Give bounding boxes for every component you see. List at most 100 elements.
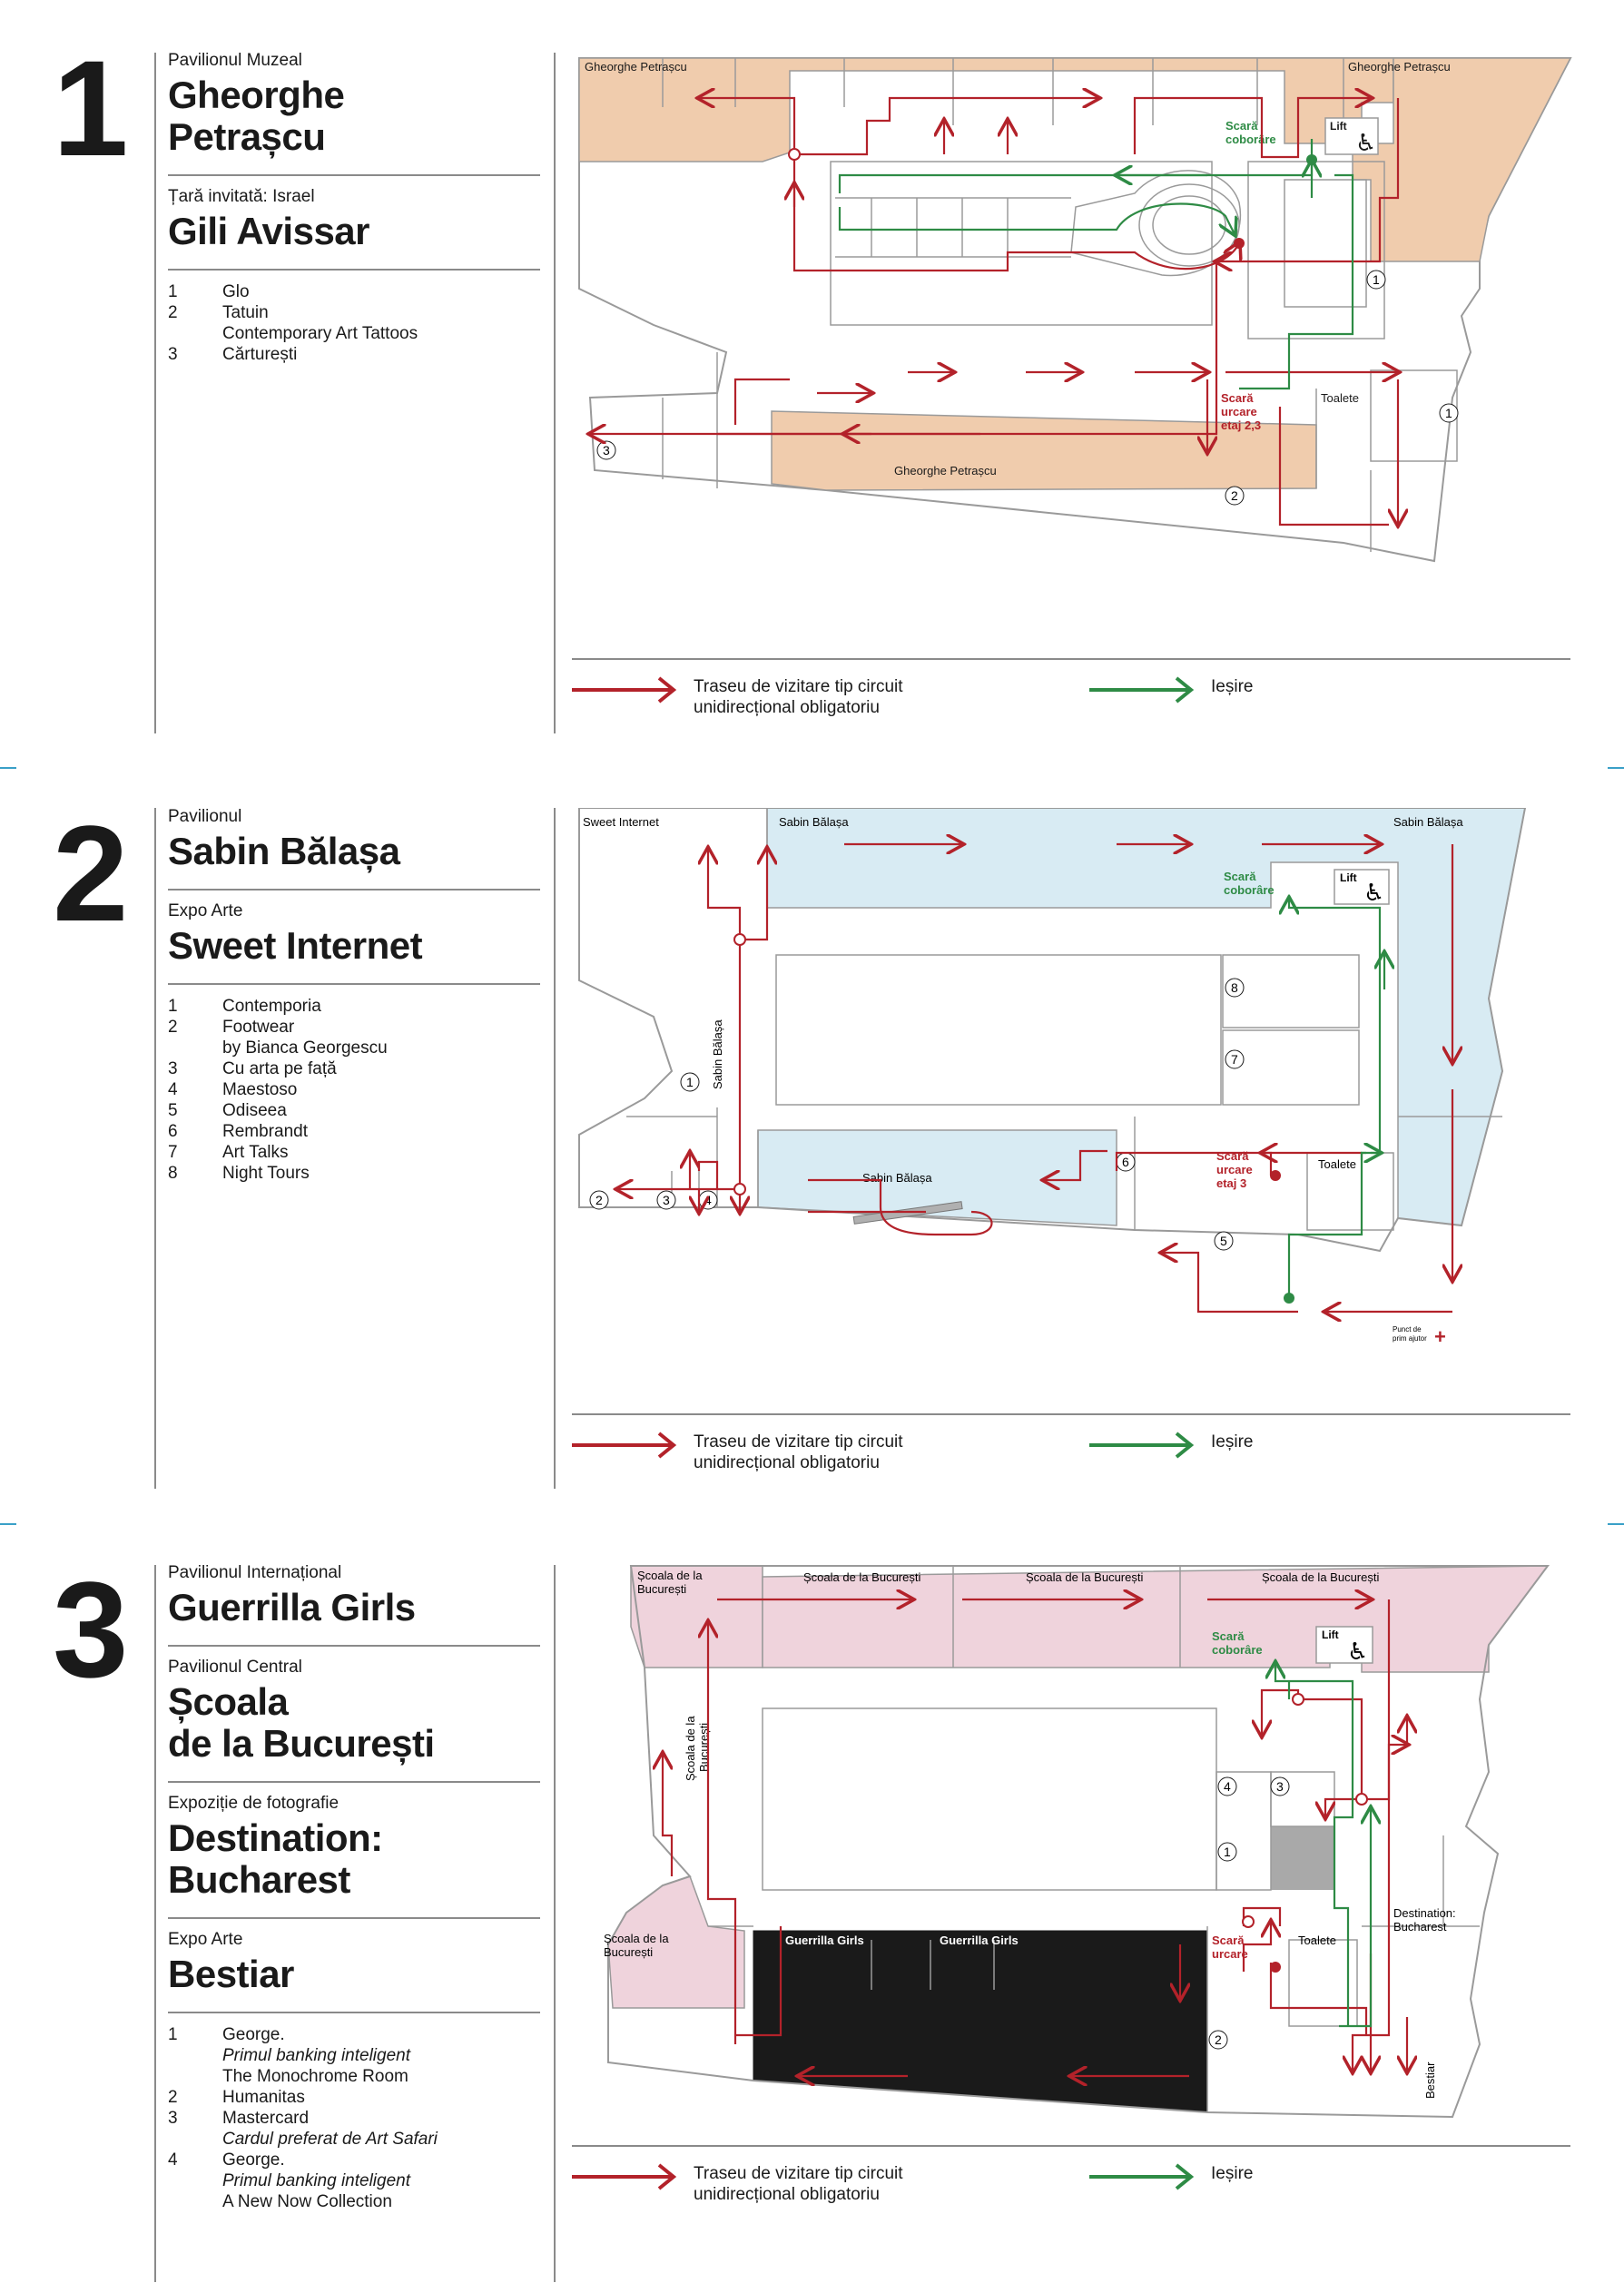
route-node xyxy=(788,148,801,161)
legend-exit-text: Ieșire xyxy=(1211,2164,1254,2183)
list-item-number: 7 xyxy=(168,1143,178,1162)
room-label: Guerrilla Girls xyxy=(785,1934,864,1947)
title-line: Gheorghe xyxy=(168,74,345,116)
photo-title: Destination:Bucharest xyxy=(168,1817,540,1901)
room-label: Guerrilla Girls xyxy=(940,1934,1019,1947)
floor-map-2: Lift ♿ Sweet Internet Sabin Bălașa Sabin… xyxy=(578,808,1527,1348)
info-panel: Pavilionul Internațional Guerrilla Girls… xyxy=(168,1563,540,2212)
stairs-down-label: coborâre xyxy=(1224,883,1275,897)
list-item: 2 Humanitas xyxy=(168,2087,540,2108)
section-2: 2 Pavilionul Sabin Bălașa Expo Arte Swee… xyxy=(0,758,1624,1502)
room-label: Sabin Bălașa xyxy=(711,1019,724,1089)
section-number: 2 xyxy=(53,797,128,950)
list-item-line: by Bianca Georgescu xyxy=(222,1038,388,1058)
exit-dot xyxy=(1284,1293,1294,1304)
list-item-line: Humanitas xyxy=(222,2088,305,2107)
divider xyxy=(554,808,556,1489)
svg-text:7: 7 xyxy=(1231,1052,1238,1067)
rule xyxy=(168,1645,540,1647)
room-label: Destination: xyxy=(1393,1906,1456,1920)
room-label: Sabin Bălașa xyxy=(862,1171,932,1185)
route-node xyxy=(733,933,746,946)
wheelchair-icon: ♿ xyxy=(1355,129,1376,156)
location-marker: 2 xyxy=(1208,2030,1228,2050)
list-item-number: 3 xyxy=(168,2109,178,2128)
room-label: Gheorghe Petrașcu xyxy=(894,464,997,477)
red-arrow-icon xyxy=(572,2163,677,2190)
title-line: Bucharest xyxy=(168,1858,350,1901)
list-item-number: 2 xyxy=(168,2088,178,2107)
wheelchair-icon: ♿ xyxy=(1347,1638,1368,1665)
floor-map-3: Lift ♿ Școala de la București Școala de … xyxy=(604,1565,1550,2119)
lift-box xyxy=(1315,1626,1373,1664)
svg-text:2: 2 xyxy=(1215,2032,1222,2047)
list-item-line: Tatuin xyxy=(222,303,269,322)
list-item-line: Maestoso xyxy=(222,1080,298,1099)
guest-title: Gili Avissar xyxy=(168,210,370,252)
list-item-line: Cărturești xyxy=(222,345,298,364)
location-marker: 5 xyxy=(1214,1231,1234,1251)
list-item-text: Odiseea xyxy=(222,1100,540,1121)
pavilion-title: Sabin Bălașa xyxy=(168,830,400,872)
room-label: Bestiar xyxy=(1423,2062,1437,2099)
svg-text:3: 3 xyxy=(603,443,610,458)
list-item-text: Maestoso xyxy=(222,1079,540,1100)
exhibition-area xyxy=(771,410,1317,491)
route-node xyxy=(733,1183,746,1196)
list-item-line: A New Now Collection xyxy=(222,2192,392,2211)
stairs-up-label: urcare xyxy=(1221,405,1257,418)
section-number: 1 xyxy=(53,32,128,184)
rule xyxy=(168,174,540,176)
rule xyxy=(168,269,540,271)
rule xyxy=(572,1413,1570,1415)
title-line: Destination: xyxy=(168,1816,383,1859)
list-item-text: Art Talks xyxy=(222,1142,540,1163)
list-item-number: 1 xyxy=(168,2025,178,2044)
toilets-label: Toalete xyxy=(1321,391,1359,405)
list-item-line: Cardul preferat de Art Safari xyxy=(222,2130,438,2149)
legend-route-text: Traseu de vizitare tip circuit xyxy=(694,677,903,696)
svg-text:1: 1 xyxy=(686,1075,694,1089)
title-line: Școala xyxy=(168,1680,289,1723)
stairs-down-label: Scară xyxy=(1224,870,1256,883)
exit-legend: Ieșire xyxy=(1089,676,1253,704)
expo-kicker: Expo Arte xyxy=(168,901,243,920)
list-item-line: George. xyxy=(222,2025,285,2044)
stairs-down-label: coborâre xyxy=(1212,1643,1263,1657)
photo-kicker: Expoziție de fotografie xyxy=(168,1794,340,1813)
room-label: Școala de la xyxy=(604,1932,669,1945)
location-marker: 4 xyxy=(698,1190,718,1210)
svg-text:8: 8 xyxy=(1231,980,1238,995)
rule xyxy=(168,983,540,985)
green-arrow-icon xyxy=(1089,1432,1195,1459)
divider xyxy=(554,1565,556,2282)
section-3: 3 Pavilionul Internațional Guerrilla Gir… xyxy=(0,1516,1624,2283)
rule xyxy=(572,658,1570,660)
list-item-number: 5 xyxy=(168,1101,178,1120)
stairs-down-label: Scară xyxy=(1212,1629,1245,1643)
toilets-label: Toalete xyxy=(1318,1157,1356,1171)
room-label: Gheorghe Petrașcu xyxy=(585,60,687,74)
svg-text:4: 4 xyxy=(704,1193,712,1207)
list-item-number: 6 xyxy=(168,1122,178,1141)
start-dot xyxy=(1234,238,1245,249)
expo-title: Bestiar xyxy=(168,1953,294,1995)
list-item-line: Mastercard xyxy=(222,2109,310,2128)
location-marker: 8 xyxy=(1225,978,1245,998)
list-item-line: Art Talks xyxy=(222,1143,289,1162)
first-aid-label: prim ajutor xyxy=(1393,1334,1427,1343)
location-marker: 3 xyxy=(596,440,616,460)
floor-outline xyxy=(578,808,1527,1253)
guest-kicker: Țară invitată: Israel xyxy=(168,187,315,206)
floor-outline xyxy=(607,1565,1550,2119)
red-arrow-icon xyxy=(572,676,677,704)
route-node xyxy=(1355,1793,1368,1806)
crop-mark xyxy=(1608,1523,1624,1525)
